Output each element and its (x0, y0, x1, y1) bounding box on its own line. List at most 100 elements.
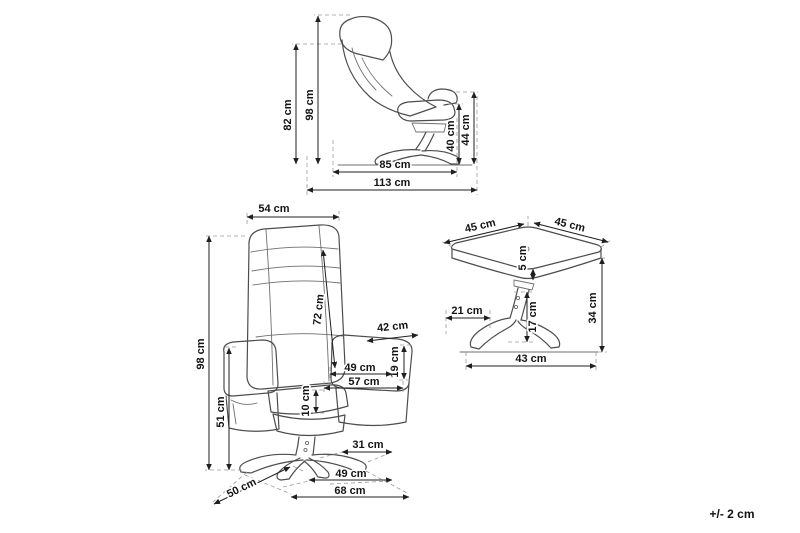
side-view-chair-drawing (337, 15, 473, 166)
dim-side-seat-height: 40 cm (443, 103, 463, 165)
dim-label-side-seat-height: 40 cm (445, 120, 457, 151)
dim-line (366, 332, 419, 344)
seam-line (251, 265, 341, 272)
seam-line (265, 229, 274, 386)
seam-line (255, 333, 344, 338)
dim-label-ottoman-cushion-thickness: 5 cm (517, 245, 529, 270)
pedestal-line (509, 287, 519, 319)
dim-side-total-depth: 113 cm (306, 96, 478, 195)
dim-label-ottoman-leg-length: 21 cm (451, 305, 482, 317)
dim-front-backrest-length: 72 cm (310, 249, 338, 369)
dim-side-total-height: 98 cm (302, 14, 350, 165)
dim-label-front-armrest-height: 51 cm (215, 396, 227, 427)
ottoman-diagram: 45 cm 45 cm 5 cm 34 cm 21 cm 17 cm (440, 214, 612, 372)
dim-label-front-armrest-length: 42 cm (377, 319, 409, 334)
screw-dot (303, 447, 308, 453)
dim-label-ottoman-base-width: 43 cm (515, 353, 546, 365)
seat-cushion (267, 384, 349, 415)
screw-dot (304, 440, 310, 446)
base-leg (517, 319, 561, 349)
dim-ottoman-height: 34 cm (585, 257, 607, 353)
dim-front-total-height: 98 cm (193, 235, 245, 471)
dim-front-seat-depth: 50 cm (212, 464, 304, 505)
dim-label-side-armrest-height: 44 cm (460, 114, 472, 145)
dim-side-armrest-height: 44 cm (456, 91, 478, 165)
ext-line (282, 480, 310, 488)
dim-ottoman-leg-length: 21 cm (445, 303, 491, 334)
side-view-diagram: 82 cm 98 cm 40 cm 44 cm 85 cm 113 cm (280, 14, 478, 195)
seat-base (272, 413, 346, 437)
dim-line (320, 249, 338, 369)
dim-line (533, 221, 609, 244)
ext-line (367, 451, 393, 463)
dim-label-front-backrest-length: 72 cm (311, 293, 326, 325)
dim-front-base-width: 68 cm (244, 470, 410, 500)
dim-label-side-backrest-height: 82 cm (282, 99, 294, 130)
dim-label-front-seat-outer-width: 57 cm (348, 376, 379, 388)
dim-label-ottoman-height: 34 cm (587, 292, 599, 323)
dim-front-top-width: 54 cm (246, 201, 340, 224)
headrest-outline (339, 15, 393, 61)
mechanism-line (411, 122, 447, 133)
dim-line (443, 222, 525, 245)
backrest-outline (246, 224, 346, 390)
right-armrest-side (335, 382, 410, 427)
backrest-outline (341, 39, 437, 117)
dim-front-seat-thickness: 10 cm (298, 383, 324, 418)
mount-plate (513, 279, 535, 291)
seat-outline (397, 99, 456, 122)
dim-label-front-seat-depth: 50 cm (225, 476, 258, 501)
dim-label-ottoman-column-height: 17 cm (527, 301, 539, 332)
ext-line (600, 239, 612, 248)
dim-label-front-armrest-above-seat: 19 cm (389, 346, 401, 377)
screw-dot (513, 304, 519, 310)
armrest-outline (427, 88, 458, 106)
ext-line (440, 240, 453, 248)
pedestal-line (295, 436, 300, 455)
dim-label-front-seat-width: 49 cm (344, 362, 375, 374)
front-view-diagram: 54 cm 98 cm 51 cm 72 cm 42 cm 19 cm (193, 201, 419, 505)
dim-front-base-column-width: 31 cm (319, 437, 393, 463)
side-pocket (232, 403, 237, 425)
seam-line (361, 57, 393, 97)
base-leg (239, 453, 304, 474)
side-pocket (230, 399, 258, 405)
left-armrest-outline (223, 339, 279, 397)
dim-front-base-inner-width: 49 cm (282, 466, 393, 488)
base-leg (469, 317, 517, 350)
dim-label-front-top-width: 54 cm (258, 203, 289, 215)
ext-line (329, 480, 393, 485)
pedestal-line (415, 131, 427, 150)
screw-dot (515, 295, 521, 301)
tolerance-note: +/- 2 cm (709, 507, 755, 521)
ext-line (319, 451, 343, 459)
cushion-side (451, 248, 602, 280)
dim-front-seat-outer-width: 57 cm (323, 374, 404, 393)
seam-line (351, 47, 377, 91)
dim-label-front-seat-thickness: 10 cm (300, 385, 312, 416)
dim-front-seat-width: 49 cm (329, 360, 393, 379)
dim-front-armrest-height: 51 cm (213, 346, 236, 471)
dim-line (213, 466, 291, 505)
pedestal-line (312, 436, 316, 456)
dim-front-armrest-length: 42 cm (366, 318, 419, 344)
seam-line (250, 246, 339, 253)
dim-side-seat-depth: 85 cm (332, 118, 458, 177)
dim-ottoman-top-width: 45 cm (533, 214, 612, 248)
ext-line (365, 470, 410, 495)
cushion-button (524, 246, 530, 252)
dim-label-front-total-height: 98 cm (195, 338, 207, 369)
base-leg (303, 457, 330, 479)
dim-label-front-base-width: 68 cm (334, 485, 365, 497)
dim-label-side-total-depth: 113 cm (374, 177, 411, 189)
front-view-chair-drawing (223, 224, 413, 481)
base-leg (374, 149, 422, 166)
dim-ottoman-base-width: 43 cm (465, 351, 597, 372)
dim-label-front-base-inner-width: 49 cm (335, 468, 366, 480)
dim-label-ottoman-top-depth: 45 cm (464, 217, 497, 236)
dim-ottoman-cushion-thickness: 5 cm (515, 243, 536, 281)
dim-ottoman-top-depth: 45 cm (440, 215, 529, 248)
base-leg (305, 453, 367, 472)
